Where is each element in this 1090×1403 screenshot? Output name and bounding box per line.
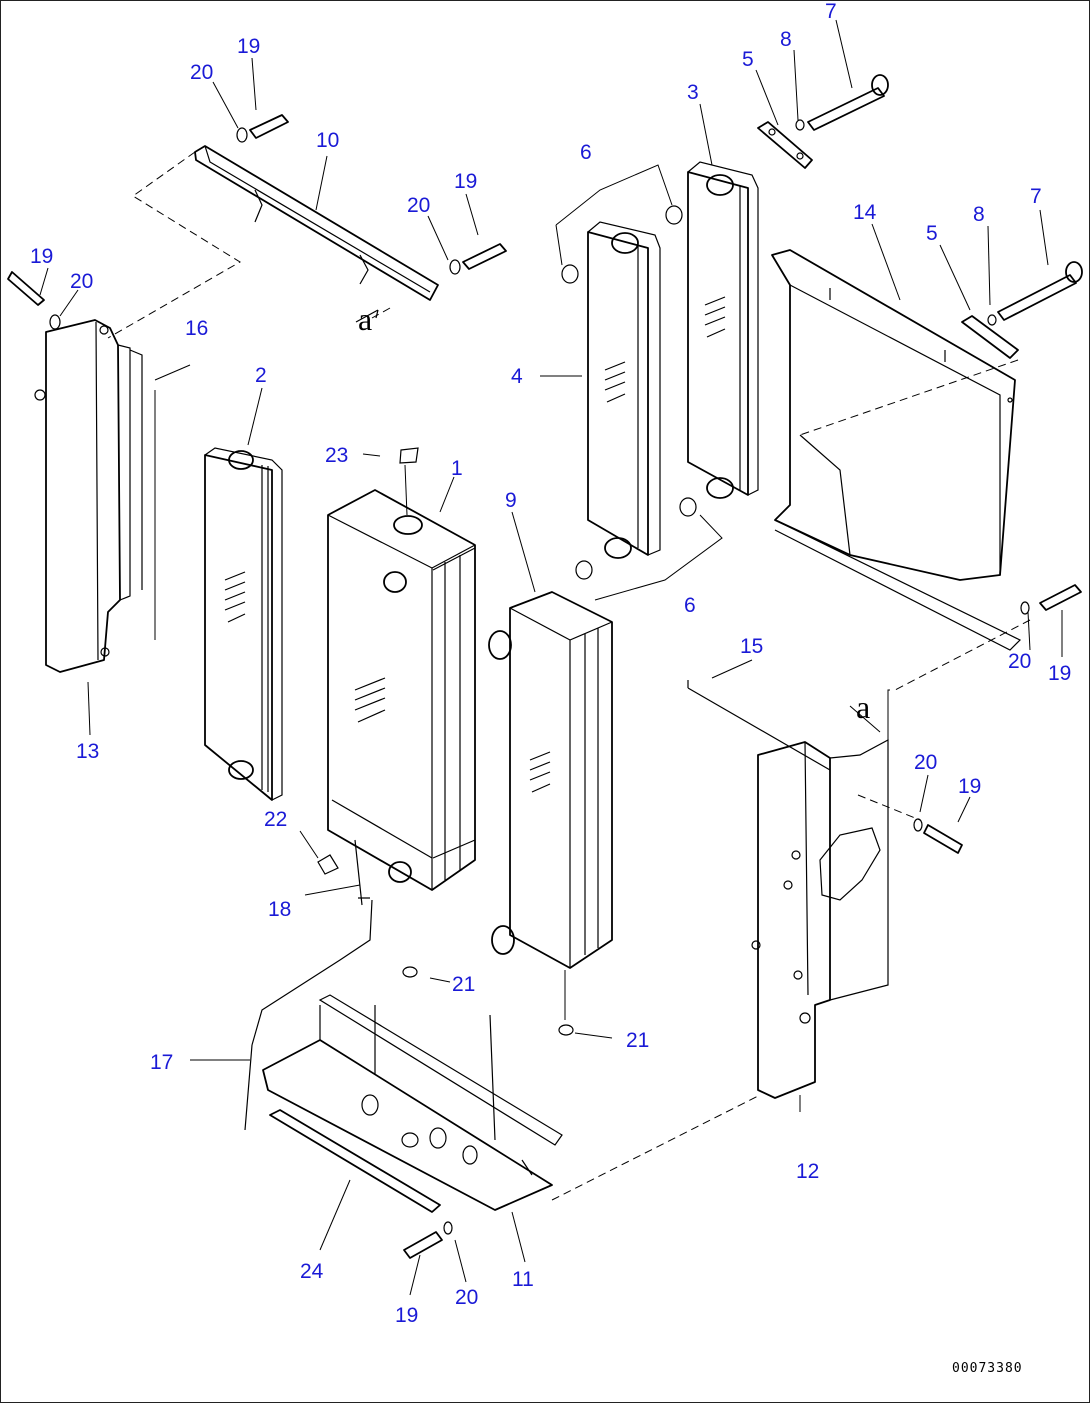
reference-a-top: a xyxy=(358,301,372,337)
callout-21: 21 xyxy=(452,973,475,996)
callout-6: 6 xyxy=(580,141,592,164)
callout-19: 19 xyxy=(395,1304,418,1327)
callout-12: 12 xyxy=(796,1160,819,1183)
callout-4: 4 xyxy=(511,365,523,388)
callout-19: 19 xyxy=(1048,662,1071,685)
callout-1: 1 xyxy=(451,457,463,480)
callout-22: 22 xyxy=(264,808,287,831)
leader-lines xyxy=(39,19,1063,1296)
callout-9: 9 xyxy=(505,489,517,512)
callout-20: 20 xyxy=(1008,650,1031,673)
callout-18: 18 xyxy=(268,898,291,921)
cooler-core-4 xyxy=(555,164,723,601)
cooler-core-3 xyxy=(687,161,759,499)
callout-7: 7 xyxy=(825,0,837,23)
callout-20: 20 xyxy=(914,751,937,774)
upper-bracket xyxy=(107,145,439,339)
callout-labels: 19 20 10 19 20 19 20 16 13 2 23 1 9 4 6 … xyxy=(30,0,1071,1327)
callout-16: 16 xyxy=(185,317,208,340)
left-side-cover xyxy=(34,319,191,673)
callout-2: 2 xyxy=(255,364,267,387)
callout-13: 13 xyxy=(76,740,99,763)
oil-cooler xyxy=(204,447,283,801)
callout-5: 5 xyxy=(926,222,938,245)
reference-a-right: a xyxy=(856,689,870,725)
callout-8: 8 xyxy=(973,203,985,226)
callout-20: 20 xyxy=(190,61,213,84)
callout-7: 7 xyxy=(1030,185,1042,208)
drawing-code: 00073380 xyxy=(952,1361,1023,1376)
callout-21: 21 xyxy=(626,1029,649,1052)
callout-5: 5 xyxy=(742,48,754,71)
callout-10: 10 xyxy=(316,129,339,152)
callout-8: 8 xyxy=(780,28,792,51)
callout-20: 20 xyxy=(70,270,93,293)
right-side-cover xyxy=(687,680,921,1099)
aftercooler xyxy=(488,591,613,1020)
callout-19: 19 xyxy=(237,35,260,58)
lower-bracket xyxy=(244,899,761,1213)
callout-19: 19 xyxy=(454,170,477,193)
callout-23: 23 xyxy=(325,444,348,467)
radiator xyxy=(327,464,476,906)
fan-shroud xyxy=(771,249,1031,691)
callout-19: 19 xyxy=(958,775,981,798)
callout-20: 20 xyxy=(407,194,430,217)
callout-6: 6 xyxy=(684,594,696,617)
callout-14: 14 xyxy=(853,201,877,224)
callout-24: 24 xyxy=(300,1260,324,1283)
hardware xyxy=(7,114,1082,1259)
callout-3: 3 xyxy=(687,81,699,104)
callout-19: 19 xyxy=(30,245,53,268)
callout-15: 15 xyxy=(740,635,763,658)
callout-11: 11 xyxy=(512,1268,534,1291)
callout-17: 17 xyxy=(150,1051,173,1074)
mount-plate-upper xyxy=(757,74,889,169)
callout-20: 20 xyxy=(455,1286,478,1309)
mount-plate-right xyxy=(961,261,1083,359)
